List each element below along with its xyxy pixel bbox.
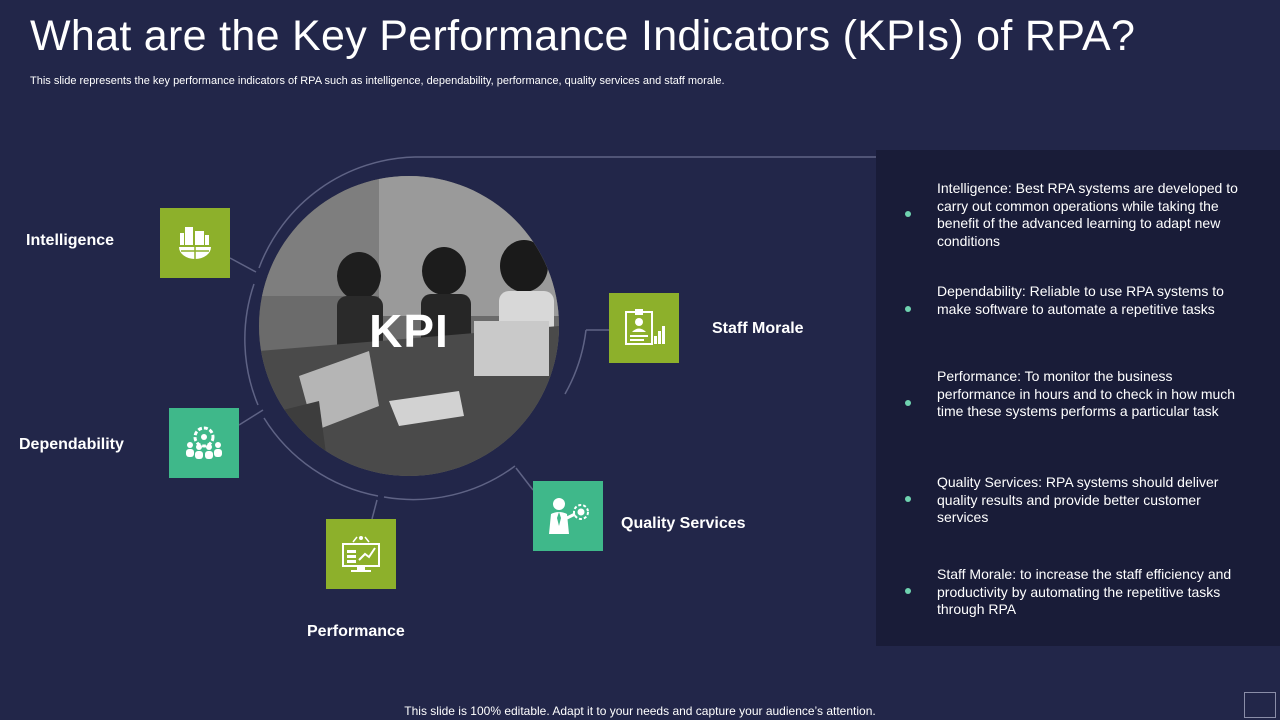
- page-subtitle: This slide represents the key performanc…: [30, 75, 725, 87]
- dependability-tile: [169, 408, 239, 478]
- dependability-label: Dependability: [19, 436, 124, 453]
- performance-label: Performance: [307, 623, 405, 640]
- kpi-center-image: KPI: [259, 176, 559, 476]
- bullet-dot: [905, 400, 911, 406]
- outer-ring-arc: [564, 329, 587, 395]
- bullet-dot: [905, 211, 911, 217]
- page-title: What are the Key Performance Indicators …: [30, 12, 1136, 60]
- dependability-connector: [238, 409, 264, 426]
- kpi-center-label: KPI: [369, 305, 449, 357]
- performance-tile: [326, 519, 396, 589]
- description-staff-morale: Staff Morale: to increase the staff effi…: [937, 566, 1232, 617]
- building-globe-icon: [179, 227, 211, 259]
- outer-ring-arc: [258, 156, 416, 269]
- footer-note: This slide is 100% editable. Adapt it to…: [404, 704, 876, 718]
- performance-connector: [371, 499, 378, 520]
- bullet-dot: [905, 496, 911, 502]
- team-gear-icon: [186, 426, 222, 459]
- slide-corner-box: [1244, 692, 1276, 718]
- diagram-connectors: [229, 156, 876, 520]
- outer-ring-arc: [383, 465, 516, 501]
- outer-ring-arc: [244, 283, 259, 406]
- description-intelligence: Intelligence: Best RPA systems are devel…: [937, 180, 1238, 249]
- description-dependability: Dependability: Reliable to use RPA syste…: [937, 283, 1224, 317]
- intelligence-connector: [229, 257, 257, 273]
- person-badge-icon: [549, 498, 589, 534]
- quality-services-label: Quality Services: [621, 515, 746, 532]
- description-quality-services: Quality Services: RPA systems should del…: [937, 474, 1219, 525]
- staff-morale-label: Staff Morale: [712, 320, 804, 337]
- quality-services-tile: [533, 481, 603, 551]
- description-performance: Performance: To monitor the business per…: [937, 368, 1236, 419]
- bullet-dot: [905, 588, 911, 594]
- outer-ring-arc: [263, 417, 379, 497]
- monitor-chart-icon: [342, 536, 380, 572]
- staff-morale-tile: [609, 293, 679, 363]
- quality-connector: [515, 467, 534, 491]
- intelligence-label: Intelligence: [26, 232, 115, 249]
- bullet-dot: [905, 306, 911, 312]
- profile-chart-icon: [625, 309, 665, 345]
- description-panel: Intelligence: Best RPA systems are devel…: [876, 150, 1280, 646]
- intelligence-tile: [160, 208, 230, 278]
